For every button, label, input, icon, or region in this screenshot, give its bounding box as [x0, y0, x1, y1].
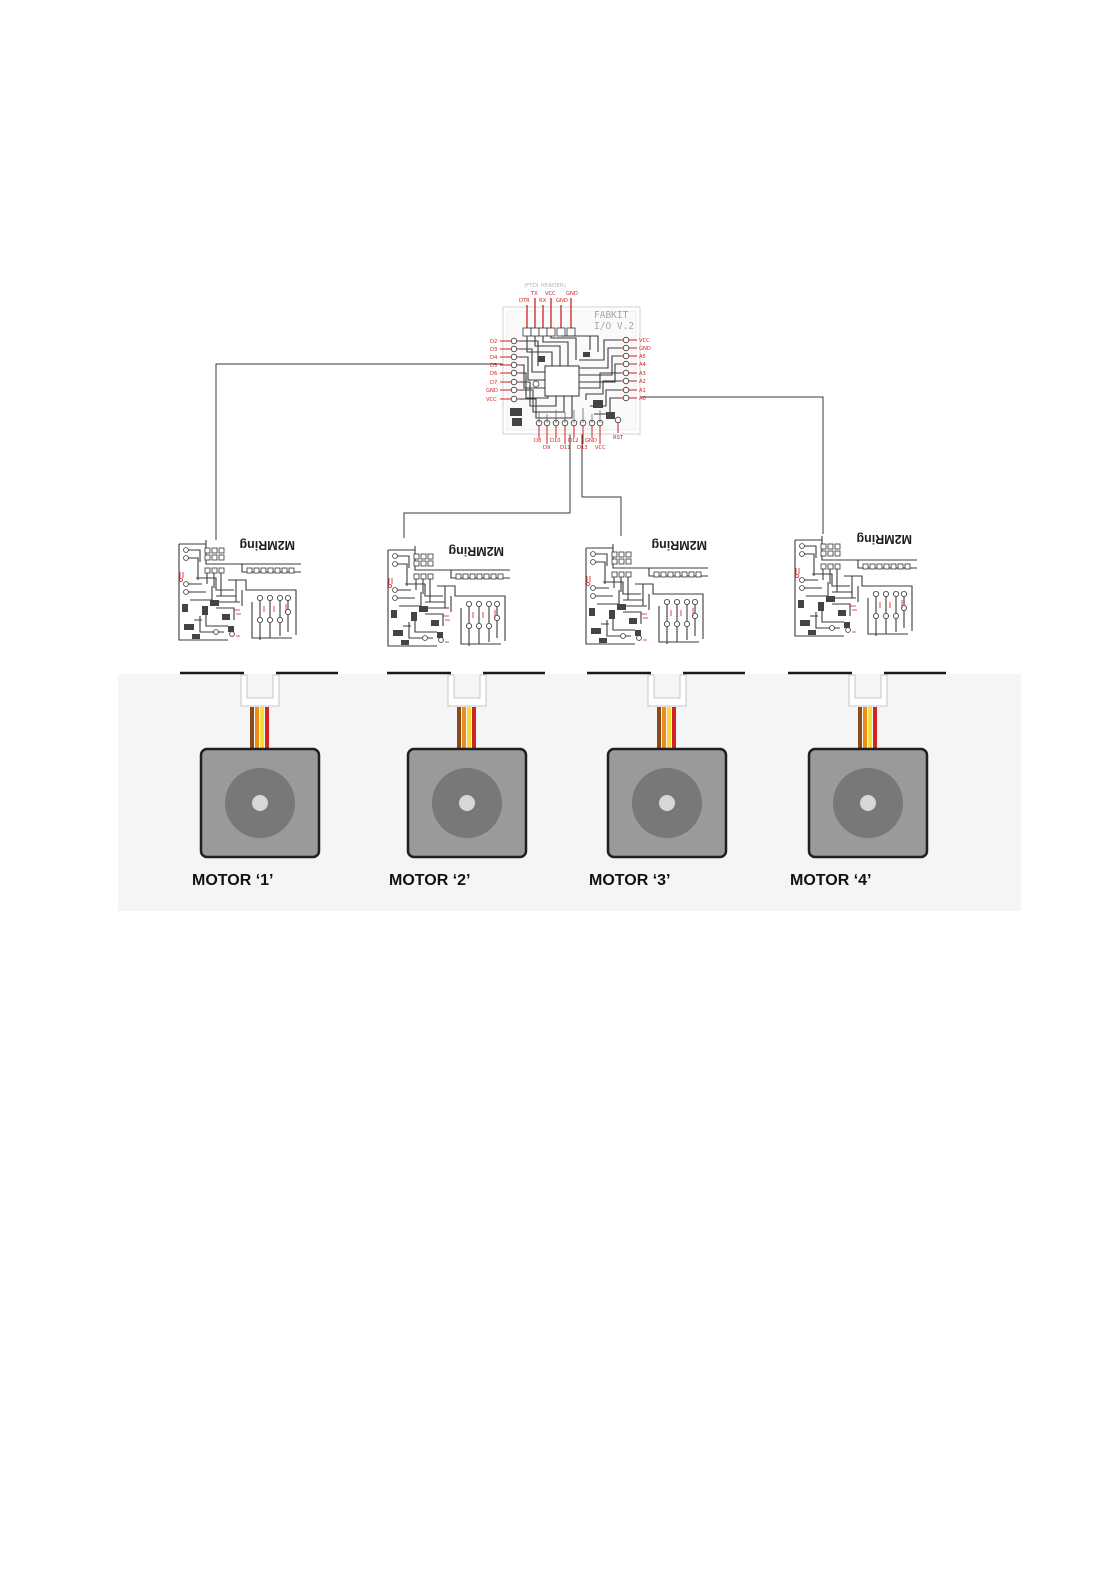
pin-label-a0: A0	[639, 396, 646, 402]
bottom-pins: D8 D10 D12 GND RST D9 D11 D13 VCC	[534, 416, 624, 451]
pin-label-gnd-right: GND	[639, 346, 651, 352]
controller-traces	[510, 335, 620, 426]
pin-label-a4: A4	[639, 362, 647, 368]
motor-label: MOTOR ‘3’	[589, 872, 671, 889]
pin-label-a5: A5	[639, 354, 646, 360]
motor-label: MOTOR ‘1’	[192, 872, 274, 889]
motor-label: MOTOR ‘2’	[389, 872, 471, 889]
pin-label-d6: D6	[490, 371, 497, 377]
motor-3: MOTOR ‘3’	[585, 671, 747, 889]
pin-label-d11: D11	[560, 445, 571, 451]
pin-label-tx: TX	[530, 291, 538, 297]
pin-label-gnd-top-1: GND	[556, 298, 568, 304]
pin-label-d10: D10	[550, 438, 561, 444]
driver-board-label: M2MRing	[448, 544, 504, 558]
pin-label-rx: RX	[539, 298, 547, 304]
pin-label-d3: D3	[490, 347, 497, 353]
pin-label-gnd-left: GND	[486, 388, 498, 394]
connection-line-1	[215, 363, 503, 588]
board-version: I/O V.2	[594, 321, 634, 332]
pin-label-d12: D12	[568, 438, 579, 444]
pin-label-d2: D2	[490, 339, 497, 345]
right-pins: VCC GND A5 A4 A3 A2 A1 A0	[620, 336, 651, 402]
driver-board-label: M2MRing	[856, 532, 912, 546]
driver-board-label: M2MRing	[651, 538, 707, 552]
pin-label-d8: D8	[534, 438, 541, 444]
driver-board-4: M2MRing	[791, 532, 918, 647]
pin-label-vcc-bottom: VCC	[595, 445, 606, 451]
driver-board-2: M2MRing	[384, 544, 511, 657]
connection-lines	[215, 363, 824, 588]
pin-label-d9: D9	[543, 445, 550, 451]
pin-label-vcc-right: VCC	[639, 338, 650, 344]
pin-label-d13: D13	[577, 445, 588, 451]
pin-label-vcc-top: VCC	[545, 291, 556, 297]
pin-label-gnd-top-2: GND	[566, 291, 578, 297]
pin-label-a1: A1	[639, 388, 646, 394]
board-title: FABKIT	[594, 310, 629, 321]
connection-line-3	[581, 432, 622, 536]
pin-label-d7: D7	[490, 380, 497, 386]
connection-line-2	[403, 432, 571, 538]
ftdi-header-label: (FTDI HEADER)	[524, 283, 566, 289]
motor-1: MOTOR ‘1’	[178, 671, 340, 889]
pin-label-d4: D4	[490, 355, 498, 361]
motor-label: MOTOR ‘4’	[790, 872, 872, 889]
pin-label-d5: D5	[490, 363, 497, 369]
motor-2: MOTOR ‘2’	[385, 671, 547, 889]
driver-board-label: M2MRing	[239, 538, 295, 552]
fabkit-controller-board: (FTDI HEADER) FABKIT I/O V.2 DTR TX RX V…	[486, 283, 651, 451]
pin-label-gnd-bottom: GND	[585, 438, 597, 444]
driver-board-3: M2MRing	[582, 538, 709, 655]
motor-4: MOTOR ‘4’	[786, 671, 948, 889]
pin-label-vcc-left: VCC	[486, 397, 497, 403]
connection-line-4	[641, 396, 824, 534]
left-pins: D2 D3 D4 D5 D6 D7 GND VCC	[486, 337, 520, 403]
pin-label-rst: RST	[613, 435, 624, 441]
pin-label-dtr: DTR	[519, 298, 530, 304]
top-header-pins: DTR TX RX VCC GND GND	[519, 291, 578, 337]
driver-board-1: M2MRing	[175, 538, 302, 651]
pin-label-a3: A3	[639, 371, 646, 377]
pin-label-a2: A2	[639, 379, 646, 385]
